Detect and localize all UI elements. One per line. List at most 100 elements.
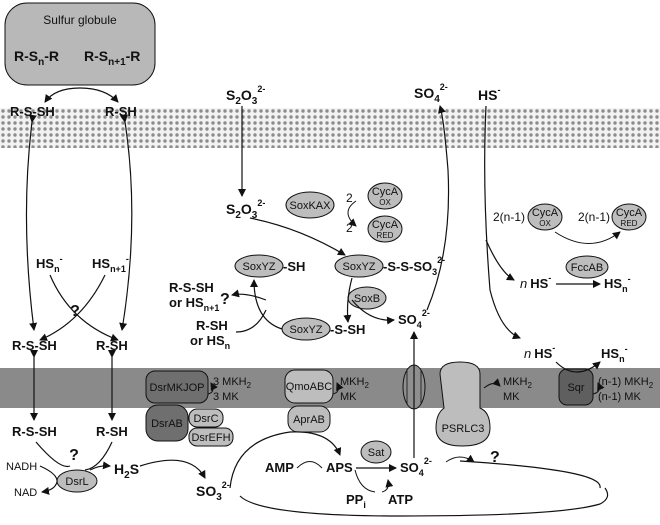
svg-text:DsrMKJOP: DsrMKJOP — [150, 382, 205, 394]
arrow-psr-so3 — [445, 454, 475, 463]
sat-protein: Sat — [360, 440, 392, 464]
arrow-sox-to-rssh — [231, 289, 267, 301]
line-so3-bottom-loop-b — [459, 460, 601, 489]
arrow-so4-to-outside — [426, 105, 450, 311]
arrow-s2o3-to-soxyzsss — [249, 217, 346, 256]
label-h2s: H2S — [114, 461, 139, 481]
soxkax-protein: SoxKAX — [285, 191, 335, 219]
svg-text:PSRLC3: PSRLC3 — [442, 423, 485, 435]
label-or-hsn1: or HSn+1 — [169, 295, 219, 313]
svg-text:OX: OX — [539, 219, 551, 228]
soxyz-sh-protein: SoxYZ — [234, 254, 284, 278]
svg-text:RED: RED — [621, 219, 638, 228]
arrow-sqr-reaction — [555, 361, 601, 373]
svg-text:SoxB: SoxB — [354, 293, 380, 305]
label-3-mk-dsr: 3 MK — [213, 391, 239, 403]
label-3-mkh2-dsr: 3 MKH2 — [213, 376, 252, 390]
svg-text:RED: RED — [377, 231, 394, 240]
label-so4-top: SO42- — [414, 82, 448, 105]
label-nad: NAD — [14, 487, 37, 499]
label-hsn: HSn- — [36, 254, 63, 274]
label-atp: ATP — [388, 492, 413, 507]
svg-text:OX: OX — [379, 198, 391, 207]
label-soxyz-ssso3: -S-S-SO32- — [383, 255, 445, 277]
cyca-red-fcc: CycA RED — [611, 203, 647, 231]
arrow-sqr-mk — [592, 382, 605, 395]
soxyz-ssso3-protein: SoxYZ — [334, 254, 384, 278]
svg-text:SoxYZ: SoxYZ — [289, 324, 322, 336]
label-rssh-top: R-S-SH — [10, 104, 55, 119]
soxyz-ssh-protein: SoxYZ — [281, 317, 331, 341]
arrow-sat-ppi — [354, 469, 376, 493]
label-rsh-top: R-SH — [105, 104, 137, 119]
label-soxyz-ssh: -S-SH — [330, 322, 365, 337]
arrow-globule-to-rsh — [79, 87, 119, 103]
sqr-protein: Sqr — [558, 368, 594, 406]
label-hs-top: HS- — [478, 85, 500, 103]
label-hsn1: HSn+1- — [92, 254, 129, 274]
label-n1-mkh2: (n-1) MKH2 — [598, 376, 654, 390]
arrow-rssh-long — [25, 114, 38, 331]
svg-text:QmoABC: QmoABC — [286, 381, 333, 393]
svg-text:SoxKAX: SoxKAX — [290, 200, 332, 212]
svg-text:DsrAB: DsrAB — [151, 418, 183, 430]
label-2n1-right: 2(n-1) — [578, 210, 610, 224]
svg-text:Sat: Sat — [368, 447, 385, 459]
arrow-rssh-to-dsrl — [35, 441, 71, 468]
label-hsn-fcc: HSn- — [604, 274, 631, 294]
label-amp: AMP — [265, 460, 294, 475]
question-mark-dsrl: ? — [69, 447, 79, 464]
arrow-soxb-to-so4 — [351, 299, 395, 325]
label-so4-cyto: SO42- — [400, 456, 432, 478]
cyca-red-sox: CycA RED — [367, 215, 403, 243]
label-or-hsn: or HSn — [190, 333, 230, 351]
outer-membrane — [0, 108, 660, 148]
label-s2o3-top: S2O32- — [226, 84, 265, 107]
label-mkh2-psr: MKH2 — [503, 376, 532, 390]
arrow-dsrl-to-h2s — [89, 461, 111, 471]
globule-title: Sulfur globule — [43, 13, 117, 27]
sulfur-globule: Sulfur globule R-Sn-R R-Sn+1-R — [4, 2, 156, 86]
svg-text:DsrL: DsrL — [65, 476, 88, 488]
question-mark-sox: ? — [220, 291, 230, 308]
arrow-hs-to-fcc — [485, 239, 515, 281]
psrlc3-protein: PSRLC3 — [435, 361, 491, 447]
cyca-ox-fcc: CycA OX — [527, 203, 563, 231]
svg-text:AprAB: AprAB — [293, 414, 325, 426]
question-mark-hsn: ? — [70, 303, 80, 320]
label-2-cyca-red: 2 — [346, 221, 353, 235]
dsrefh-protein: DsrEFH — [188, 427, 234, 447]
svg-text:SoxYZ: SoxYZ — [342, 261, 375, 273]
label-2n1-left: 2(n-1) — [493, 210, 525, 224]
line-so3-bottom-loop — [239, 487, 609, 517]
globule-left-polysulfide: R-Sn-R — [14, 48, 59, 68]
arrow-nadh-to-nad — [39, 465, 58, 495]
svg-text:FccAB: FccAB — [571, 262, 603, 274]
arrow-dsr-mk — [207, 382, 218, 395]
dsrc-protein: DsrC — [188, 408, 224, 428]
arrow-hsn-cycle-b — [39, 274, 106, 341]
globule-right-polysulfide: R-Sn+1-R — [84, 48, 140, 68]
dsrab-protein: DsrAB — [145, 404, 189, 442]
svg-text:CycA: CycA — [372, 219, 399, 231]
question-mark-psr: ? — [490, 449, 500, 466]
label-soxyz-sh: -SH — [283, 259, 305, 274]
label-ppi: PPi — [346, 492, 366, 510]
label-n1-mk: (n-1) MK — [598, 391, 641, 403]
arrow-hs-to-sqr — [484, 105, 521, 340]
label-rsh-bottom: R-SH — [96, 424, 128, 439]
arrow-globule-to-rssh — [44, 87, 81, 103]
label-mkh2-qmo: MKH2 — [340, 376, 369, 390]
arrow-ssh-to-sh — [250, 279, 283, 330]
label-hsn-sqr: HSn- — [601, 344, 628, 364]
fccab-protein: FccAB — [565, 255, 609, 279]
label-s2o3-inner: S2O32- — [226, 198, 265, 221]
label-so3: SO32- — [196, 480, 230, 503]
label-or-rsh: R-SH — [196, 318, 228, 333]
arrow-rsh-to-dsrl — [84, 441, 113, 471]
label-aps: APS — [326, 460, 353, 475]
label-rssh-mid: R-S-SH — [12, 338, 57, 353]
